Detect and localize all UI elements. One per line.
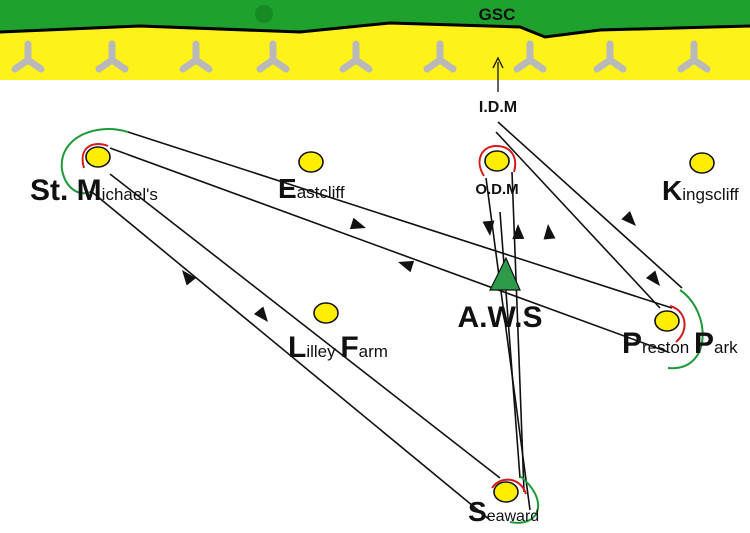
rock-icon bbox=[95, 40, 129, 73]
arrowhead-icon bbox=[543, 224, 556, 240]
arrowhead-icon bbox=[621, 210, 636, 226]
stops bbox=[85, 146, 715, 503]
arrowhead-icon bbox=[349, 217, 366, 230]
arrowhead-icon bbox=[253, 306, 268, 322]
turn-outer-preston bbox=[667, 289, 704, 370]
route-segment bbox=[495, 131, 661, 309]
rock-icon bbox=[339, 40, 373, 73]
route-segment bbox=[109, 147, 669, 353]
arrowhead-icon bbox=[398, 260, 415, 273]
label-st-michaels-cap: St. M bbox=[30, 174, 102, 207]
label-seaward-cap: S bbox=[468, 496, 487, 527]
rock-row bbox=[11, 40, 711, 73]
label-eastcliff: Eastcliff bbox=[278, 173, 345, 204]
turn-inner-preston bbox=[669, 305, 686, 343]
rock-icon bbox=[677, 40, 711, 73]
stop-circle-icon bbox=[313, 302, 339, 324]
label-aws: A.W.S bbox=[457, 301, 542, 334]
turn-inner-st-michaels bbox=[81, 143, 109, 169]
route-segment bbox=[499, 211, 521, 479]
turn-curves bbox=[60, 128, 704, 524]
label-farm-rest: arm bbox=[359, 342, 388, 361]
label-seaward-rest: eaward bbox=[487, 508, 539, 525]
label-seaward: Seaward bbox=[468, 496, 539, 527]
turn-inner-seaward bbox=[491, 478, 527, 495]
arrowhead-icon bbox=[482, 220, 495, 236]
route-segment bbox=[497, 121, 683, 289]
label-preston-park: Preston Park bbox=[622, 327, 738, 360]
route-lines bbox=[91, 121, 683, 521]
turn-inner-odm bbox=[478, 144, 517, 177]
rock-icon bbox=[11, 40, 45, 73]
header-label: GSC bbox=[479, 5, 516, 24]
triangle-marker-icon bbox=[489, 256, 521, 291]
rock-icon bbox=[256, 40, 290, 73]
stop-circle-icon bbox=[484, 150, 510, 172]
label-lilley-farm: Lilley Farm bbox=[288, 331, 388, 364]
label-eastcliff-rest: astcliff bbox=[297, 183, 345, 202]
route-segment bbox=[127, 131, 673, 309]
idm-arrowhead-icon bbox=[492, 56, 504, 69]
stop-circle-icon bbox=[493, 481, 519, 503]
rock-icon bbox=[179, 40, 213, 73]
route-segment bbox=[91, 191, 491, 521]
label-kingscliff: Kingscliff bbox=[662, 175, 739, 206]
arrowhead-icon bbox=[645, 270, 660, 286]
stop-circle-icon bbox=[689, 152, 715, 174]
shoreline bbox=[0, 21, 750, 39]
label-preston-rest: reston bbox=[642, 338, 694, 357]
route-segment bbox=[511, 171, 525, 493]
turn-outer-seaward bbox=[509, 475, 540, 524]
label-park-rest: ark bbox=[714, 338, 738, 357]
label-preston-cap: P bbox=[622, 327, 642, 360]
stop-circle-icon bbox=[298, 151, 324, 173]
label-idm: I.D.M bbox=[479, 99, 517, 116]
route-segment bbox=[485, 177, 531, 511]
stop-circle-icon bbox=[654, 310, 680, 332]
label-lilley-cap: L bbox=[288, 331, 306, 364]
route-segment bbox=[109, 173, 501, 479]
arrowhead-icon bbox=[512, 224, 525, 240]
rock-icon bbox=[513, 40, 547, 73]
label-park-cap: P bbox=[694, 327, 714, 360]
label-st-michaels: St. Michael's bbox=[30, 174, 158, 207]
turn-outer-st-michaels bbox=[60, 128, 129, 195]
label-st-michaels-rest: ichael's bbox=[102, 185, 158, 204]
label-lilley-rest: illey bbox=[306, 342, 340, 361]
stop-circle-icon bbox=[85, 146, 111, 168]
label-kingscliff-cap: K bbox=[662, 175, 682, 206]
route-arrows bbox=[182, 210, 660, 322]
dark-spot bbox=[255, 5, 273, 23]
rock-icon bbox=[593, 40, 627, 73]
label-farm-cap: F bbox=[340, 331, 358, 364]
arrowhead-icon bbox=[182, 270, 197, 286]
label-kingscliff-rest: ingscliff bbox=[682, 185, 739, 204]
label-odm: O.D.M bbox=[475, 181, 518, 198]
label-eastcliff-cap: E bbox=[278, 173, 297, 204]
rock-icon bbox=[423, 40, 457, 73]
